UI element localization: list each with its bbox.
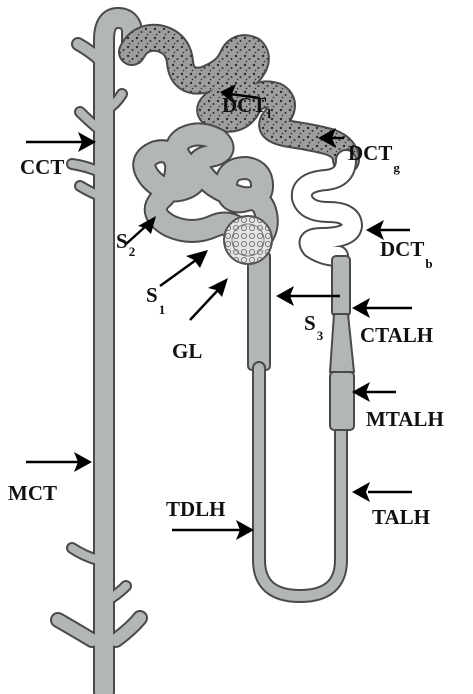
label-ctalh: CTALH [360,323,433,347]
label-s3-main: S [304,311,316,335]
label-s3: S3 [304,311,324,343]
label-dct-l-sub: l [267,106,271,121]
arrow-s3 [276,286,340,306]
arrow-mtalh [352,382,396,402]
arrow-mct [26,452,92,472]
label-s2-sub: 2 [129,244,136,259]
label-dct-b: DCTb [380,237,433,271]
label-mct: MCT [8,481,57,505]
label-tdlh: TDLH [166,497,226,521]
label-dct-g-sub: g [393,160,400,175]
label-dct-b-sub: b [425,256,432,271]
label-gl: GL [172,339,202,363]
label-s1: S1 [146,283,165,317]
label-mtalh: MTALH [366,407,444,431]
label-s1-main: S [146,283,158,307]
glomerulus [224,216,272,264]
loop-of-henle [248,252,354,596]
label-cct: CCT [20,155,64,179]
arrow-tdlh [172,520,254,540]
label-dct-l: DCTl [222,93,271,121]
distal-convoluted-tubule-b [302,160,352,256]
label-dct-g-main: DCT [348,141,392,165]
label-talh: TALH [372,505,430,529]
arrow-s2 [126,216,156,244]
arrow-talh [352,482,412,502]
arrow-gl [190,278,228,320]
arrow-cct [26,132,96,152]
label-s3-sub: 3 [317,328,324,343]
label-s2: S2 [116,229,135,259]
label-dct-b-main: DCT [380,237,424,261]
label-s1-sub: 1 [159,302,166,317]
label-s2-main: S [116,229,128,253]
collecting-duct [58,18,140,692]
label-dct-l-main: DCT [222,93,266,117]
arrow-s1 [160,250,208,286]
arrow-ctalh [352,298,412,318]
